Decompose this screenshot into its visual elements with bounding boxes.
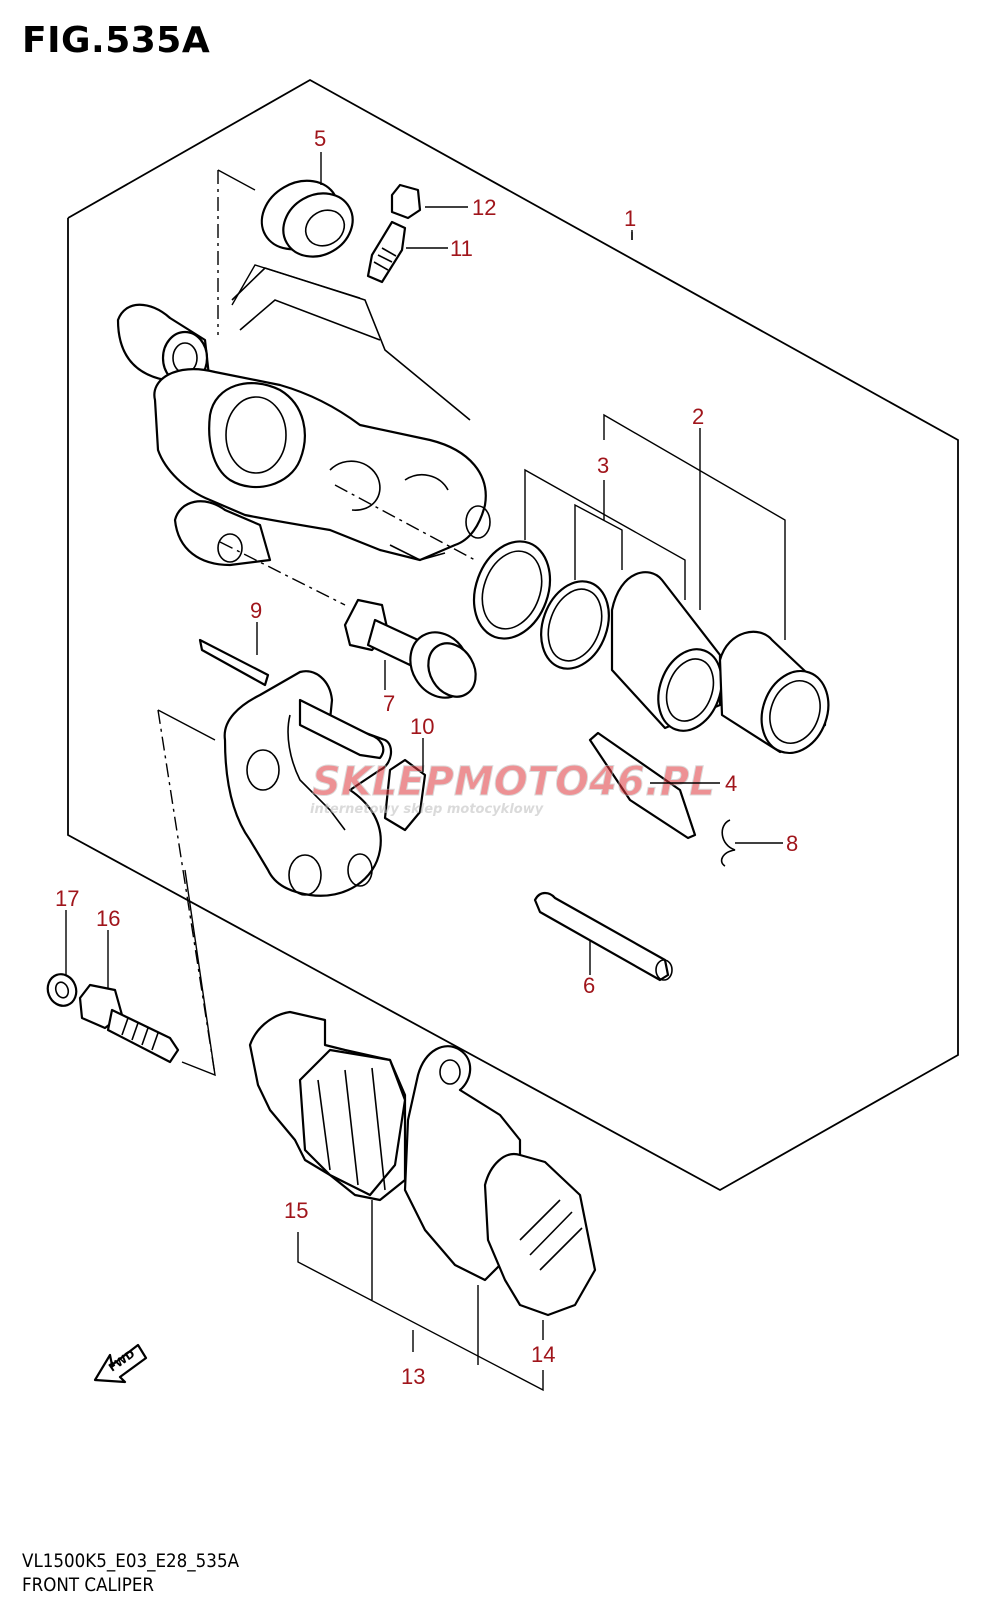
watermark: SKLEPMOTO46.PL internetowy sklep motocyk… [310, 759, 715, 818]
watermark-brand: SKLEPMOTO46.PL [312, 759, 715, 805]
callout-12: 12 [472, 195, 496, 220]
diagram-code: VL1500K5_E03_E28_535A [22, 1550, 240, 1572]
part-14-shim [483, 1152, 597, 1317]
callout-4: 4 [725, 771, 737, 796]
callout-group-lines [524, 232, 786, 640]
figure-title: FIG.535A [22, 20, 211, 61]
callout-5: 5 [314, 126, 326, 151]
callout-1: 1 [624, 206, 636, 231]
callout-17: 17 [55, 886, 79, 911]
assembly-outline [67, 78, 959, 1192]
callout-11: 11 [450, 236, 473, 261]
part-3-seals [472, 540, 610, 670]
part-17-washer [46, 973, 78, 1007]
part-10-clip [383, 758, 427, 832]
leader-lines [157, 169, 361, 1077]
caliper-body-drawing [116, 267, 491, 567]
callout-10: 10 [410, 714, 434, 739]
callout-6: 6 [583, 973, 595, 998]
callout-14: 14 [531, 1342, 555, 1367]
part-15-pad [248, 1010, 407, 1202]
callout-8: 8 [786, 831, 798, 856]
part-8-clip [720, 819, 736, 867]
part-4-spring [588, 731, 697, 840]
callout-leaders [65, 152, 783, 988]
callout-13: 13 [401, 1364, 425, 1389]
part-9-bracket [198, 638, 393, 897]
assembly-guide-lines [157, 170, 476, 1076]
callout-9: 9 [250, 598, 262, 623]
part-7-bolt [343, 598, 477, 699]
callout-3: 3 [597, 453, 609, 478]
part-12-cap [390, 183, 422, 220]
callout-16: 16 [96, 906, 120, 931]
callout-15: 15 [284, 1198, 308, 1223]
part-11-bleeder [366, 220, 407, 284]
pad-group-lines [297, 1200, 544, 1392]
part-16-bolt [78, 983, 180, 1064]
fwd-arrow-icon [93, 1343, 148, 1384]
diagram-subtitle: FRONT CALIPER [22, 1574, 155, 1596]
callout-2: 2 [692, 404, 704, 429]
part-5-boot [260, 179, 354, 258]
watermark-tagline: internetowy sklep motocyklowy [310, 802, 544, 817]
part-2-pistons [610, 571, 830, 755]
callout-7: 7 [383, 691, 395, 716]
part-6-pin [533, 891, 673, 982]
